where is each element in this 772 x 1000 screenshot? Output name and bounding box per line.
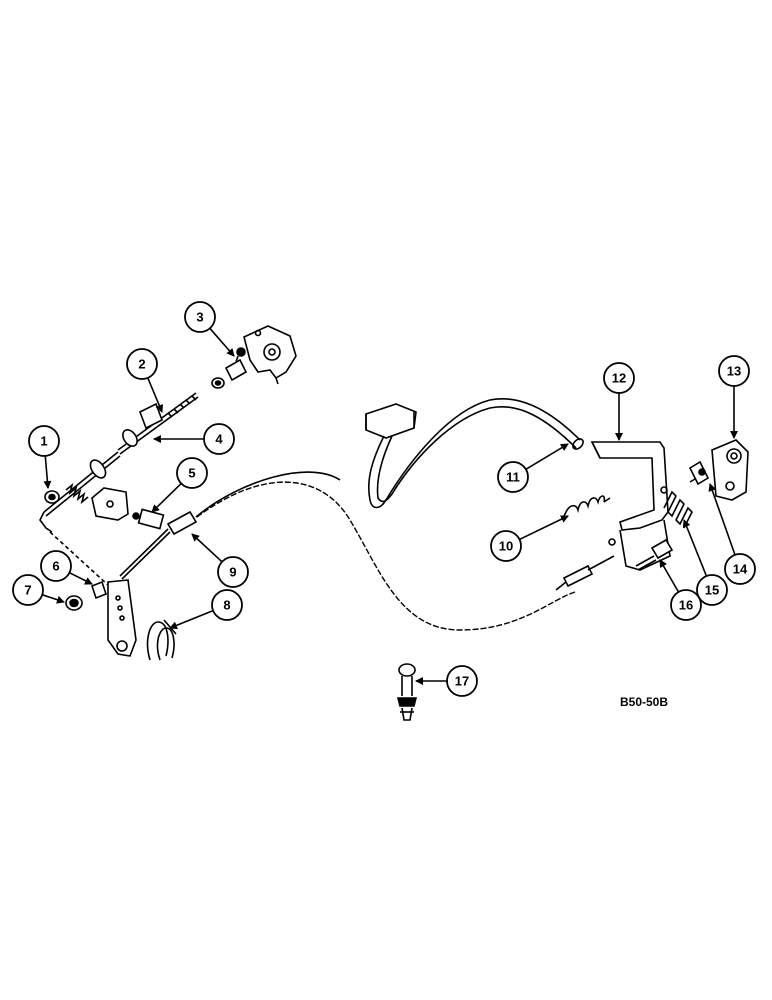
callout-number: 4 (215, 432, 223, 447)
callout-circle (497, 461, 529, 493)
callout-circle (40, 550, 72, 582)
callout-circle (446, 665, 478, 697)
callout-number: 12 (612, 371, 626, 386)
callout-arrow (708, 483, 736, 556)
torsion-spring-part (146, 619, 177, 661)
callout-arrow (682, 519, 708, 577)
pedal-tube-part (367, 398, 584, 509)
callout-arrow (43, 455, 52, 489)
callout-number: 2 (138, 357, 145, 372)
callout-number: 14 (733, 562, 748, 577)
callout-number: 7 (24, 583, 31, 598)
callout-arrow (41, 593, 65, 604)
rod-collar-part (122, 402, 164, 447)
pedal-pad-part (365, 403, 417, 439)
callout-circle (603, 362, 635, 394)
callout-number: 8 (223, 598, 230, 613)
callout-circle (670, 589, 702, 621)
callout-circle (217, 556, 249, 588)
callout-number: 10 (499, 539, 513, 554)
rod-spring-part (65, 459, 107, 505)
callout-6: 6 (40, 550, 93, 585)
callout-10: 10 (490, 515, 569, 562)
callout-arrow (191, 533, 223, 563)
callout-circle (12, 574, 44, 606)
callout-3: 3 (184, 301, 235, 357)
callout-number: 17 (455, 674, 469, 689)
rod-end-part (688, 460, 710, 486)
callout-circle (184, 301, 216, 333)
callout-8: 8 (169, 589, 243, 630)
pedal-assembly-right (365, 398, 749, 591)
callout-number: 15 (705, 583, 719, 598)
lever-plate-part (711, 439, 749, 501)
callout-arrow (209, 327, 235, 357)
callout-circle (126, 348, 158, 380)
callout-number: 11 (506, 470, 520, 485)
callout-arrow (147, 377, 163, 413)
return-spring-part (563, 495, 611, 517)
callout-number: 16 (679, 598, 693, 613)
callout-circle (28, 425, 60, 457)
callout-arrow (69, 571, 93, 585)
callout-arrow (169, 609, 214, 630)
callout-circle (696, 574, 728, 606)
callout-arrow (659, 559, 680, 593)
callout-circle (203, 423, 235, 455)
callout-14: 14 (708, 483, 756, 585)
callout-number: 9 (229, 565, 236, 580)
callout-number: 13 (727, 364, 741, 379)
callout-15: 15 (682, 519, 728, 606)
callout-4: 4 (153, 423, 235, 455)
ball-joint-part (224, 347, 248, 382)
callout-circle (211, 589, 243, 621)
callout-arrow (525, 443, 569, 470)
callout-16: 16 (659, 559, 702, 621)
callout-2: 2 (126, 348, 163, 413)
governor-lever-part (243, 325, 297, 385)
coil-spring-part (663, 475, 701, 529)
callout-number: 3 (196, 310, 203, 325)
callout-circle (490, 530, 522, 562)
callout-12: 12 (603, 362, 635, 441)
callout-11: 11 (497, 443, 569, 493)
callout-circle (724, 553, 756, 585)
cable-end-left-part (119, 471, 341, 580)
cable-clip-part (132, 508, 165, 530)
cable-end-right-part (555, 555, 615, 591)
callout-circle (176, 457, 208, 489)
bolt-part (635, 538, 674, 571)
callout-13: 13 (718, 355, 750, 439)
callout-number: 6 (52, 559, 59, 574)
callout-7: 7 (12, 574, 65, 606)
callout-1: 1 (28, 425, 60, 489)
callout-arrow (151, 482, 182, 513)
mount-bracket-part (91, 487, 129, 521)
callout-9: 9 (191, 533, 249, 588)
callout-number: 5 (188, 466, 195, 481)
throttle-linkage-left (39, 325, 341, 661)
callout-number: 1 (40, 434, 47, 449)
callout-17: 17 (415, 665, 478, 697)
callout-arrow (519, 515, 569, 541)
callout-circle (718, 355, 750, 387)
callout-5: 5 (151, 457, 208, 513)
lever-arm-part (49, 531, 137, 657)
reference-code: B50-50B (620, 695, 668, 709)
throttle-cable-part (196, 481, 576, 631)
stop-bolt-part (396, 663, 418, 721)
